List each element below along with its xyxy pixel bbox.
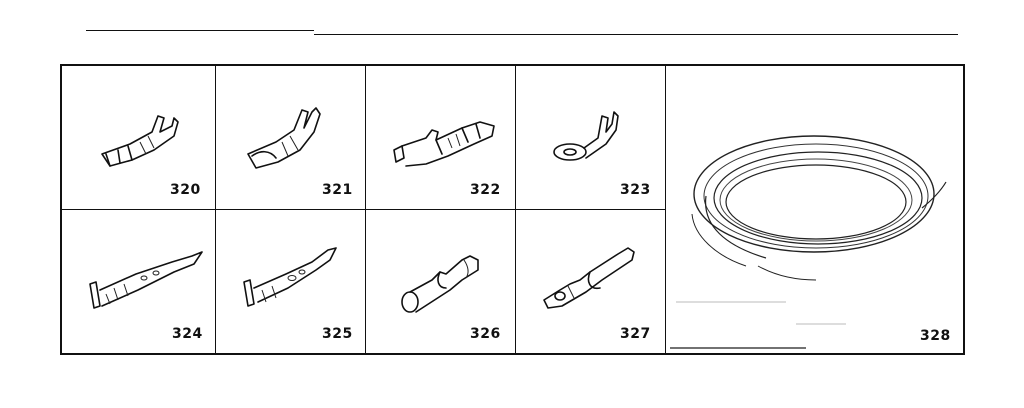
part-cell-325: 325 — [216, 210, 366, 355]
part-number-321: 321 — [322, 182, 353, 198]
part-cell-326: 326 — [366, 210, 516, 355]
part-cell-321: 321 — [216, 66, 366, 210]
part-number-320: 320 — [170, 182, 201, 198]
part-cell-322: 322 — [366, 66, 516, 210]
ring-terminal-icon — [553, 111, 619, 161]
header-rule-left — [86, 30, 314, 31]
long-pin-terminal-icon — [89, 251, 203, 309]
female-spade-terminal-icon — [247, 107, 321, 169]
part-cell-320: 320 — [62, 66, 216, 210]
part-number-326: 326 — [470, 326, 501, 342]
flag-terminal-icon — [101, 115, 179, 167]
header-rule-right — [314, 34, 958, 35]
parts-panel: 320 321 322 323 — [60, 64, 965, 355]
bullet-connector-icon — [401, 255, 479, 313]
part-number-325: 325 — [322, 326, 353, 342]
part-cell-324: 324 — [62, 210, 216, 355]
part-number-324: 324 — [172, 326, 203, 342]
part-cell-328: 328 — [666, 66, 963, 355]
part-cell-323: 323 — [516, 66, 666, 210]
spade-terminal-icon — [393, 121, 495, 167]
part-number-327: 327 — [620, 326, 651, 342]
pin-terminal-icon — [243, 247, 337, 307]
coiled-cable-icon — [670, 135, 947, 349]
part-number-323: 323 — [620, 182, 651, 198]
part-cell-327: 327 — [516, 210, 666, 355]
part-number-328: 328 — [920, 328, 951, 344]
bullet-sleeve-terminal-icon — [543, 247, 635, 309]
part-number-322: 322 — [470, 182, 501, 198]
